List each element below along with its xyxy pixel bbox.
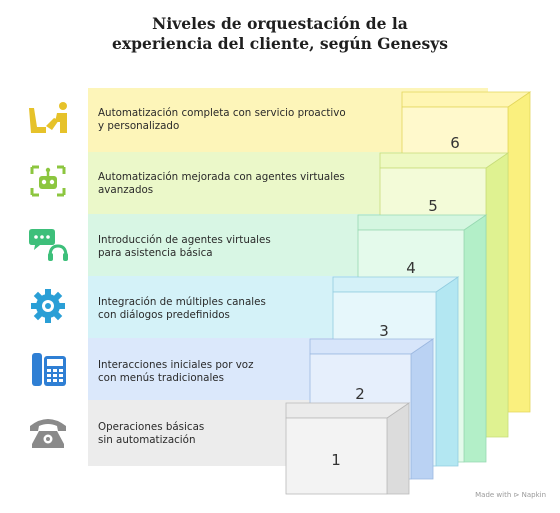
level-5-line-2: avanzados (98, 184, 154, 196)
step-number-3: 3 (379, 322, 389, 340)
level-1-text: Operaciones básicas sin automatización (98, 421, 368, 447)
step-number-2: 2 (355, 385, 365, 403)
page-title: Niveles de orquestación de la experienci… (0, 14, 560, 54)
level-3-text: Integración de múltiples canales con diá… (98, 296, 368, 322)
step-1 (285, 402, 411, 495)
step-number-6: 6 (450, 134, 460, 152)
desk-phone-icon (32, 353, 66, 386)
telephone-icon (30, 419, 66, 448)
title-line-1: Niveles de orquestación de la (152, 14, 408, 33)
level-3-line-1: Integración de múltiples canales (98, 296, 266, 308)
level-5-line-1: Automatización mejorada con agentes virt… (98, 171, 345, 183)
chat-headset-icon (29, 229, 68, 261)
made-with-napkin-credit: Made with ⊳ Napkin (475, 491, 546, 499)
step-number-5: 5 (428, 197, 438, 215)
level-4-line-2: para asistencia básica (98, 247, 213, 259)
step-number-1: 1 (331, 451, 341, 469)
level-1-line-1: Operaciones básicas (98, 421, 205, 433)
robot-face-icon (30, 165, 66, 197)
level-6-line-1: Automatización completa con servicio pro… (98, 107, 346, 119)
level-6-line-2: y personalizado (98, 120, 180, 132)
level-2-line-1: Interacciones iniciales por voz (98, 359, 254, 371)
person-with-robot-arm-icon (29, 102, 67, 133)
level-4-line-1: Introducción de agentes virtuales (98, 234, 271, 246)
level-5-text: Automatización mejorada con agentes virt… (98, 171, 368, 197)
title-line-2: experiencia del cliente, según Genesys (112, 34, 448, 53)
level-1-line-2: sin automatización (98, 434, 196, 446)
level-4-text: Introducción de agentes virtuales para a… (98, 234, 368, 260)
level-2-line-2: con menús tradicionales (98, 372, 225, 384)
level-3-line-2: con diálogos predefinidos (98, 309, 230, 321)
gear-network-icon (31, 289, 65, 323)
level-2-text: Interacciones iniciales por voz con menú… (98, 359, 368, 385)
level-6-text: Automatización completa con servicio pro… (98, 107, 368, 133)
step-number-4: 4 (406, 259, 416, 277)
